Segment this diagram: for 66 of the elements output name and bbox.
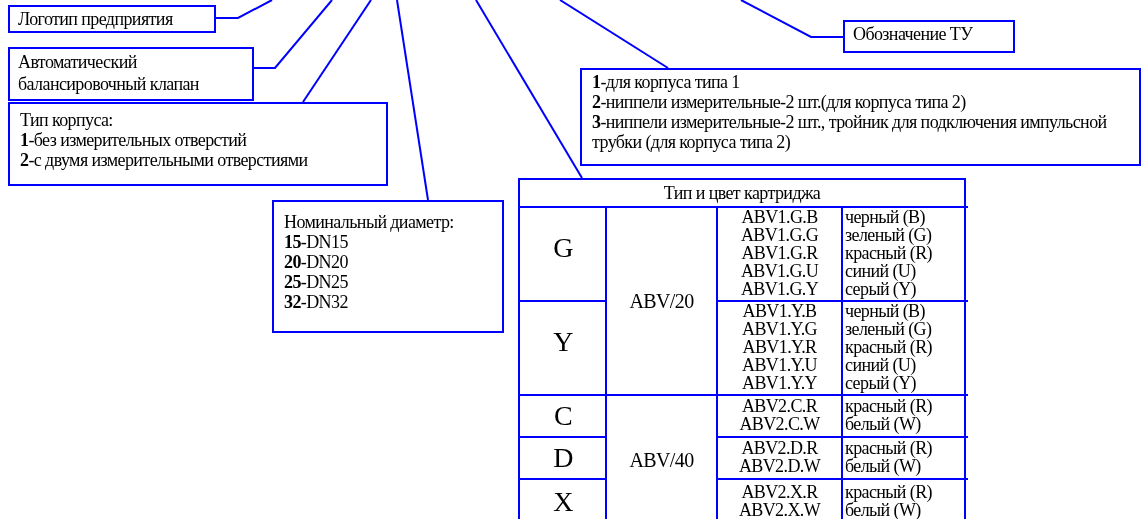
color-name: белый (W) — [845, 415, 921, 433]
cartridge-code: ABV1.Y.B — [741, 302, 818, 320]
box-text: Логотип предприятия — [18, 9, 174, 29]
option-text: 2-ниппели измерительные-2 шт.(для корпуса типа 2) — [592, 92, 967, 112]
label-box — [8, 5, 216, 33]
option-text: 3-ниппели измерительные-2 шт., тройник для подключения импульсной трубки (для корпуса типа 2) — [592, 112, 1108, 152]
body-size: ABV/20 — [628, 289, 695, 314]
cartridge-code: ABV1.G.G — [739, 226, 820, 244]
cartridge-code: ABV1.G.R — [740, 244, 819, 262]
option-text: 2-с двумя измерительными отверстиями — [20, 150, 309, 170]
cartridge-code: ABV2.X.R — [740, 483, 819, 501]
cartridge-code: ABV1.Y.R — [741, 338, 818, 356]
option-text: 15-DN15 — [284, 232, 349, 252]
body-size: ABV/40 — [628, 448, 695, 473]
series-letter: X — [552, 489, 574, 515]
color-name: красный (R) — [845, 439, 933, 457]
color-name: красный (R) — [845, 244, 933, 262]
cartridge-code: ABV1.Y.Y — [741, 374, 818, 392]
leader-line — [559, 0, 669, 69]
cartridge-code: ABV1.Y.U — [741, 356, 818, 374]
color-name: синий (U) — [845, 262, 916, 280]
option-text: 32-DN32 — [284, 292, 349, 312]
series-letter: Y — [552, 325, 574, 359]
series-letter: G — [552, 231, 574, 265]
color-name: красный (R) — [845, 397, 933, 415]
cartridge-code: ABV2.D.R — [740, 439, 819, 457]
cartridge-code: ABV2.C.R — [740, 397, 819, 415]
cartridge-code: ABV2.C.W — [738, 415, 821, 433]
label-box — [272, 200, 504, 333]
color-name: синий (U) — [845, 356, 916, 374]
cartridge-code: ABV1.Y.G — [741, 320, 818, 338]
color-name: зеленый (G) — [845, 320, 933, 338]
option-text: 1-без измерительных отверстий — [20, 130, 248, 150]
box-text: Обозначение ТУ — [853, 24, 974, 44]
leader-line — [740, 0, 844, 38]
leader-line — [475, 0, 583, 179]
box-text: 1-для корпуса типа 1 — [592, 72, 741, 92]
cartridge-code: ABV2.D.W — [737, 457, 822, 475]
label-box — [8, 102, 388, 186]
leader-line — [396, 0, 429, 201]
cartridge-code: ABV1.G.B — [740, 208, 819, 226]
color-name: белый (W) — [845, 501, 921, 519]
box-heading: Номинальный диаметр: — [284, 212, 455, 232]
cartridge-table — [518, 178, 966, 519]
color-name: белый (W) — [845, 457, 921, 475]
label-box — [8, 47, 254, 101]
color-name: зеленый (G) — [845, 226, 933, 244]
label-box — [580, 68, 1141, 166]
series-letter: D — [552, 445, 574, 471]
color-name: черный (B) — [845, 302, 926, 320]
color-name: серый (Y) — [845, 374, 917, 392]
label-box — [843, 20, 1015, 53]
box-text: Автоматический балансировочный клапан — [18, 51, 200, 95]
series-letter: C — [552, 403, 574, 429]
color-name: красный (R) — [845, 338, 933, 356]
box-heading: Тип корпуса: — [20, 110, 114, 130]
option-text: 20-DN20 — [284, 252, 349, 272]
cartridge-code: ABV1.G.Y — [739, 280, 820, 298]
table-heading: Тип и цвет картриджа — [662, 182, 822, 205]
leader-line — [302, 0, 372, 103]
option-text: 25-DN25 — [284, 272, 349, 292]
color-name: красный (R) — [845, 483, 933, 501]
cartridge-code: ABV1.G.U — [739, 262, 820, 280]
color-name: серый (Y) — [845, 280, 917, 298]
cartridge-code: ABV2.X.W — [737, 501, 822, 519]
color-name: черный (B) — [845, 208, 926, 226]
